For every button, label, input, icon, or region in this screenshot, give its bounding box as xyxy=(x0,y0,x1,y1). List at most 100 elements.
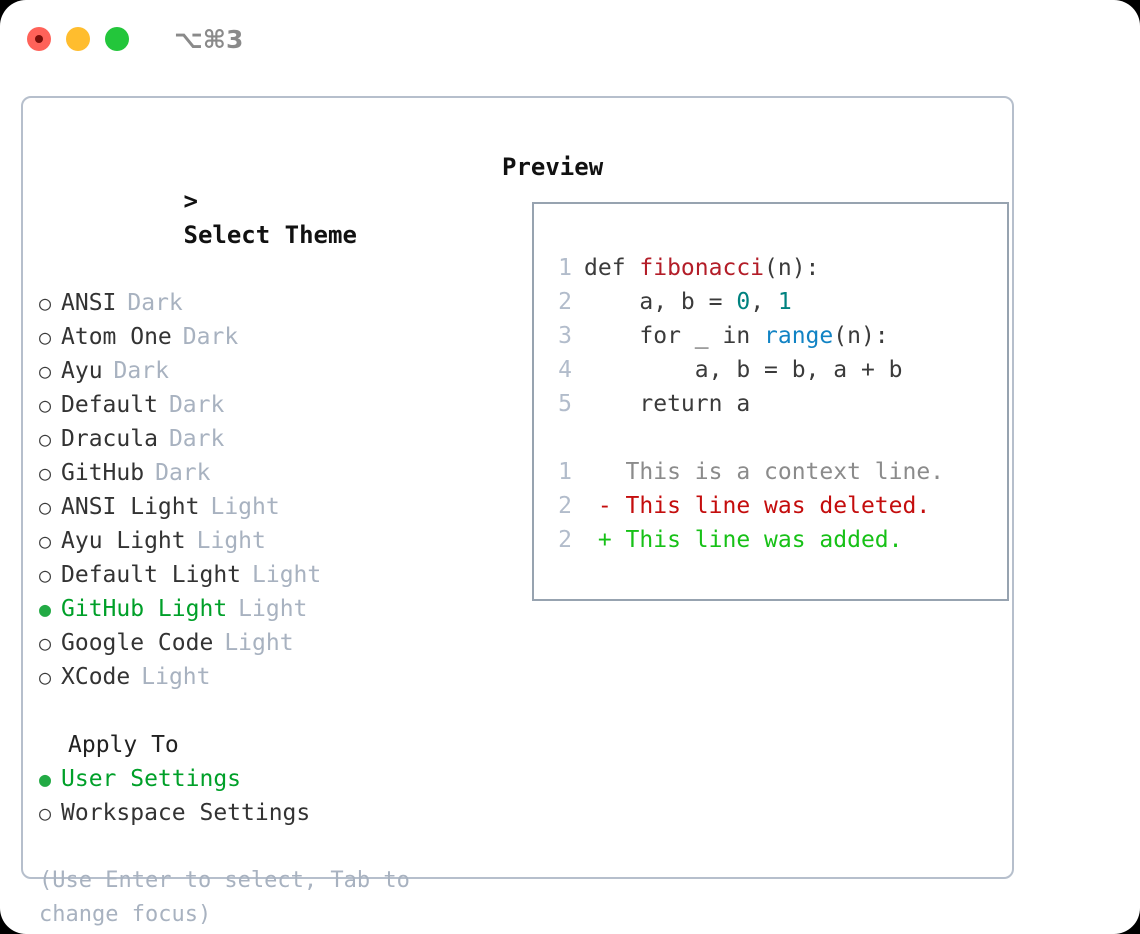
code-line-number: 2 xyxy=(558,289,572,315)
radio-unselected-icon: ○ xyxy=(39,529,52,553)
diff-line-content: + This line was added. xyxy=(584,527,903,553)
title-bar: ⌥⌘3 xyxy=(0,0,1140,78)
theme-variant-tag: Dark xyxy=(168,392,225,418)
theme-option-default[interactable]: ○ Default Dark xyxy=(39,388,489,422)
code-line-content: return a xyxy=(584,387,750,421)
code-line-content: a, b = b, a + b xyxy=(584,353,903,387)
theme-option-ayu[interactable]: ○ Ayu Dark xyxy=(39,354,489,388)
radio-selected-icon: ● xyxy=(39,767,52,791)
diff-line-number: 2 xyxy=(558,493,572,519)
radio-unselected-icon: ○ xyxy=(39,461,52,485)
apply-to-option-workspace-settings[interactable]: ○Workspace Settings xyxy=(39,796,489,830)
code-token-num: 0 xyxy=(736,289,751,315)
diff-line-number: 1 xyxy=(558,459,572,485)
close-button[interactable] xyxy=(27,27,51,51)
diff-line-del: 2 - This line was deleted. xyxy=(546,489,944,523)
code-token-src: def xyxy=(584,255,640,281)
radio-unselected-icon: ○ xyxy=(39,325,52,349)
code-line-content: def fibonacci(n): xyxy=(584,251,819,285)
traffic-lights xyxy=(27,27,129,51)
code-token-num: 1 xyxy=(777,289,792,315)
theme-option-label: Ayu Light xyxy=(61,528,186,554)
code-line: 3 for _ in range(n): xyxy=(546,319,944,353)
code-line: 2 a, b = 0, 1 xyxy=(546,285,944,319)
radio-unselected-icon: ○ xyxy=(39,359,52,383)
code-token-src: for _ in xyxy=(639,323,765,349)
window-title: ⌥⌘3 xyxy=(174,24,244,54)
code-line: 1 def fibonacci(n): xyxy=(546,251,944,285)
theme-option-label: Default Light xyxy=(61,562,242,588)
apply-to-option-user-settings[interactable]: ● User Settings xyxy=(39,762,489,796)
theme-variant-tag: Dark xyxy=(127,290,183,316)
apply-to-panel: Apply To ● User Settings ○Workspace Settin… xyxy=(39,728,489,830)
code-line: 5 return a xyxy=(546,387,944,421)
theme-variant-tag: Light xyxy=(238,596,308,622)
radio-unselected-icon: ○ xyxy=(39,665,52,689)
apply-to-heading: Apply To xyxy=(68,732,179,758)
theme-option-atom-one[interactable]: ○ Atom One Dark xyxy=(39,320,489,354)
diff-line-content: This is a context line. xyxy=(584,459,945,485)
code-token-src: (n): xyxy=(764,255,820,281)
radio-unselected-icon: ○ xyxy=(39,631,52,655)
theme-option-dracula[interactable]: ○ Dracula Dark xyxy=(39,422,489,456)
theme-variant-tag: Dark xyxy=(168,426,225,452)
theme-variant-tag: Dark xyxy=(113,358,169,384)
theme-option-label: ANSI xyxy=(61,290,117,316)
theme-variant-tag: Dark xyxy=(182,324,239,350)
code-line-content: for _ in range(n): xyxy=(584,319,889,353)
radio-selected-icon: ● xyxy=(39,597,52,621)
code-blank-line xyxy=(546,421,944,455)
theme-option-label: Ayu xyxy=(61,358,103,384)
radio-unselected-icon: ○ xyxy=(39,291,52,315)
theme-option-label: Dracula xyxy=(61,426,158,452)
theme-option-github[interactable]: ○ GitHub Dark xyxy=(39,456,489,490)
code-token-fn: fibonacci xyxy=(639,255,765,281)
code-line-number: 1 xyxy=(558,255,572,281)
radio-unselected-icon: ○ xyxy=(39,393,52,417)
code-line-number: 4 xyxy=(558,357,572,383)
maximize-button[interactable] xyxy=(105,27,129,51)
code-token-src: return a xyxy=(639,391,751,417)
radio-unselected-icon: ○ xyxy=(39,427,52,451)
theme-variant-tag: Light xyxy=(141,664,211,690)
apply-to-option-label: User Settings xyxy=(61,766,242,792)
diff-line-content: - This line was deleted. xyxy=(584,493,931,519)
apply-to-option-list: ● User Settings ○Workspace Settings xyxy=(39,762,489,830)
minimize-button[interactable] xyxy=(66,27,90,51)
theme-option-label: Atom One xyxy=(61,324,172,350)
preview-heading: Preview xyxy=(502,153,604,181)
radio-unselected-icon: ○ xyxy=(39,495,52,519)
theme-option-github-light[interactable]: ● GitHub Light Light xyxy=(39,592,489,626)
apply-to-option-label: Workspace Settings xyxy=(61,800,311,826)
radio-unselected-icon: ○ xyxy=(39,563,52,587)
theme-option-ayu-light[interactable]: ○ Ayu Light Light xyxy=(39,524,489,558)
diff-line-ctx: 1 This is a context line. xyxy=(546,455,944,489)
theme-variant-tag: Light xyxy=(210,494,280,520)
code-line-number: 3 xyxy=(558,323,572,349)
code-token-src: a, b = xyxy=(639,289,737,315)
code-line-number: 5 xyxy=(558,391,572,417)
theme-picker-heading-label: Select Theme xyxy=(183,221,357,249)
code-line-content: a, b = 0, 1 xyxy=(584,285,792,319)
theme-option-label: GitHub xyxy=(61,460,145,486)
code-token-src: , xyxy=(750,289,778,315)
diff-line-number: 2 xyxy=(558,527,572,553)
theme-variant-tag: Light xyxy=(196,528,266,554)
theme-variant-tag: Dark xyxy=(155,460,211,486)
theme-option-label: GitHub Light xyxy=(61,596,228,622)
theme-option-label: Default xyxy=(61,392,158,418)
theme-option-ansi[interactable]: ○ ANSI Dark xyxy=(39,286,489,320)
focus-caret-icon: > xyxy=(183,187,198,215)
code-token-src: (n): xyxy=(833,323,889,349)
code-line: 4 a, b = b, a + b xyxy=(546,353,944,387)
theme-variant-tag: Light xyxy=(224,630,294,656)
